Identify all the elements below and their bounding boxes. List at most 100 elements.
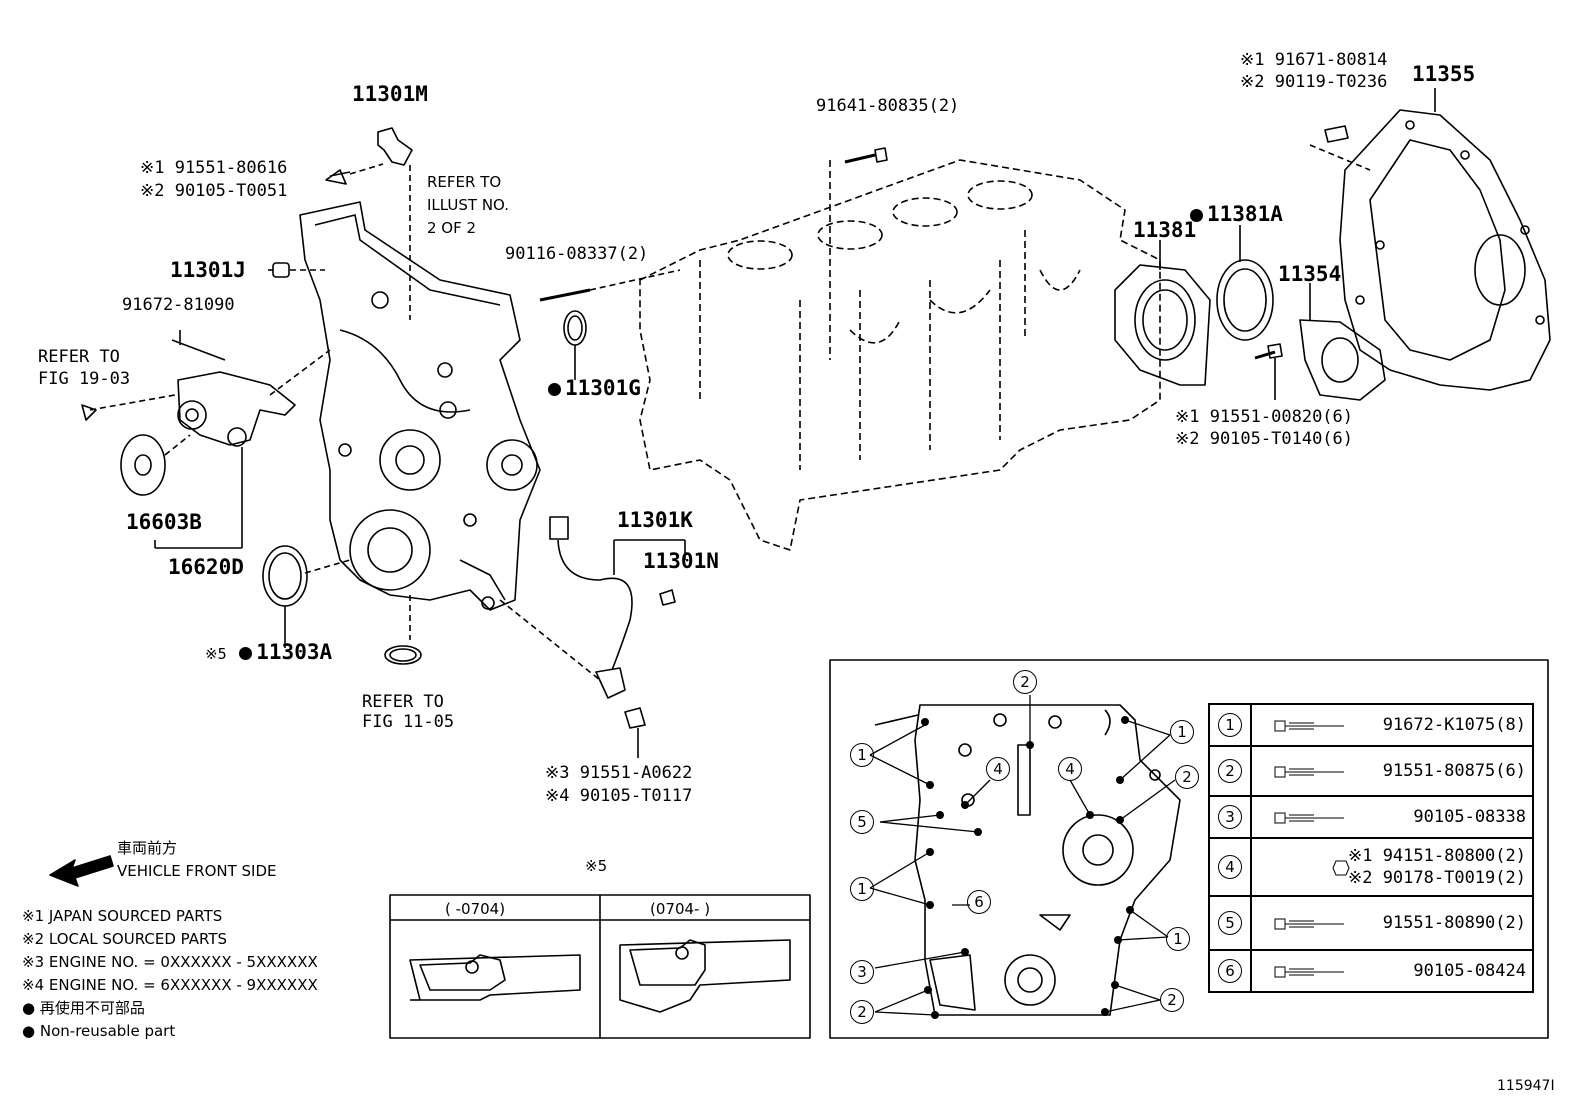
bolt-91641-drawing (844, 147, 888, 164)
bolt-row: 1 91672-K1075(8) (1208, 703, 1534, 747)
bolt-number: 6 (1218, 959, 1242, 983)
bolt-91551-00820-drawing (1254, 343, 1283, 400)
bolt-row: 4 ※1 94151-80800(2)※2 90178-T0019(2) (1208, 837, 1534, 897)
bolt-number: 3 (1218, 805, 1242, 829)
oring-11301G-drawing (563, 310, 587, 380)
callout-1: 1 (1166, 927, 1190, 951)
legend-item: ※2 LOCAL SOURCED PARTS (22, 928, 318, 951)
bolt-icon (1274, 918, 1344, 929)
note-mark-5: ※5 (205, 645, 227, 663)
part-11381-label: 11381 (1133, 218, 1197, 242)
non-reusable-dot (239, 647, 253, 660)
part-11301K-label: 11301K (617, 508, 693, 532)
part-11301M-label: 11301M (352, 82, 428, 106)
callout-1: 1 (850, 743, 874, 767)
part-90116-08337-label: 90116-08337(2) (505, 244, 649, 264)
bolt-part-number: ※2 90178-T0019(2) (1347, 868, 1526, 888)
bolt-number: 5 (1218, 911, 1242, 935)
callout-3: 3 (850, 960, 874, 984)
refer-fig1903-line1: REFER TO (38, 347, 120, 367)
legend-mark: ※2 (22, 930, 45, 948)
callout-2: 2 (1175, 765, 1199, 789)
bolt-number: 4 (1218, 855, 1242, 879)
timing-cover-drawing (299, 201, 541, 611)
part-91551-80616-label: ※1 91551-80616 (140, 158, 288, 178)
bolt-part-number: 91551-80890(2) (1382, 913, 1526, 933)
bolt-part-number: 91672-K1075(8) (1382, 715, 1526, 735)
part-91672-81090-label: 91672-81090 (122, 295, 235, 315)
part-11303A-number: 11303A (256, 640, 333, 664)
part-11381A-number: 11381A (1207, 202, 1283, 226)
bolt-row: 2 91551-80875(6) (1208, 745, 1534, 797)
bolt-row: 5 91551-80890(2) (1208, 895, 1534, 951)
part-90105-T0140-label: ※2 90105-T0140(6) (1175, 429, 1354, 449)
refer-illust-line3: 2 OF 2 (427, 219, 477, 237)
part-11355-label: 11355 (1412, 62, 1476, 86)
part-90119-T0236-label: ※2 90119-T0236 (1240, 72, 1388, 92)
rear-seal-retainer-drawing (1114, 240, 1211, 386)
part-16603B-label: 16603B (126, 510, 202, 534)
non-reusable-dot (548, 383, 561, 396)
bolt-part-number: ※1 94151-80800(2) (1347, 846, 1526, 866)
bolt-row: 3 90105-08338 (1208, 795, 1534, 839)
part-11381A-label: 11381A (1190, 202, 1283, 226)
part-91551-A0622-label: ※3 91551-A0622 (545, 763, 693, 783)
part-91551-00820-label: ※1 91551-00820(6) (1175, 407, 1354, 427)
legend-item: ※4 ENGINE NO. = 6XXXXXX - 9XXXXXX (22, 974, 318, 997)
legend-mark: ※1 (22, 907, 45, 925)
callout-5: 5 (850, 810, 874, 834)
refer-fig1903-line2: FIG 19-03 (38, 369, 131, 389)
bolt-icon (1274, 966, 1344, 977)
bolt-91671-80814-drawing (1309, 125, 1371, 171)
legend-item: ※3 ENGINE NO. = 0XXXXXX - 5XXXXXX (22, 951, 318, 974)
rear-oil-seal-11381A-drawing (1216, 225, 1274, 341)
legend-item: ※1 JAPAN SOURCED PARTS (22, 905, 318, 928)
part-91641-80835-label: 91641-80835(2) (816, 96, 960, 116)
legend-mark: ● (22, 999, 36, 1017)
part-11303A-label: ※5 11303A (205, 642, 332, 664)
nut-icon (1332, 860, 1350, 876)
part-90105-T0051-label: ※2 90105-T0051 (140, 181, 288, 201)
bolt-table: 1 91672-K1075(8) 2 91551-80875(6) 3 9010… (1208, 703, 1534, 993)
part-11301J-label: 11301J (170, 258, 246, 282)
seal-detail-col1: ( -0704) (445, 900, 506, 918)
bolt-number: 2 (1218, 759, 1242, 783)
cylinder-block-drawing (639, 159, 1161, 551)
bolt-icon (1274, 812, 1344, 823)
legend-item: ● 再使用不可部品 (22, 997, 318, 1020)
vehicle-front-en: VEHICLE FRONT SIDE (117, 862, 277, 880)
seal-detail-boxes (389, 894, 811, 1039)
legend: ※1 JAPAN SOURCED PARTS ※2 LOCAL SOURCED … (22, 905, 318, 1043)
vehicle-front-arrow (49, 855, 114, 887)
part-11354-label: 11354 (1278, 262, 1342, 286)
legend-text: JAPAN SOURCED PARTS (48, 907, 223, 925)
refer-illust-line2: ILLUST NO. (427, 196, 510, 214)
legend-item: ● Non-reusable part (22, 1020, 318, 1043)
refer-fig1105-line2: FIG 11-05 (362, 712, 455, 732)
legend-text: 再使用不可部品 (39, 999, 145, 1017)
bolt-part-number: 90105-08424 (1413, 961, 1526, 981)
part-91671-80814-label: ※1 91671-80814 (1240, 50, 1388, 70)
callout-4: 4 (1058, 757, 1082, 781)
bolt-icon (1274, 720, 1344, 731)
callout-2: 2 (1013, 670, 1037, 694)
bolt-part-number: 91551-80875(6) (1382, 761, 1526, 781)
refer-illust-line1: REFER TO (427, 173, 502, 191)
cam-sensor-drawing (325, 127, 413, 320)
seal-detail-col2: (0704- ) (650, 900, 711, 918)
part-90105-T0117-label: ※4 90105-T0117 (545, 786, 693, 806)
seal-detail-title: ※5 (585, 857, 608, 875)
bolt-icon (1274, 766, 1344, 777)
legend-text: Non-reusable part (39, 1022, 176, 1040)
oil-seal-11303A-drawing (262, 545, 351, 648)
vehicle-front-jp: 車両前方 (117, 839, 178, 857)
callout-4: 4 (986, 757, 1010, 781)
legend-text: ENGINE NO. = 0XXXXXX - 5XXXXXX (48, 953, 318, 971)
end-plate-11354-drawing (1299, 283, 1386, 401)
crank-sensor-drawing (499, 516, 686, 758)
part-16620D-label: 16620D (168, 555, 244, 579)
part-11301G-label: 11301G (548, 378, 641, 399)
bolt-location-dots (921, 716, 1134, 1019)
non-reusable-dot (1190, 209, 1203, 222)
